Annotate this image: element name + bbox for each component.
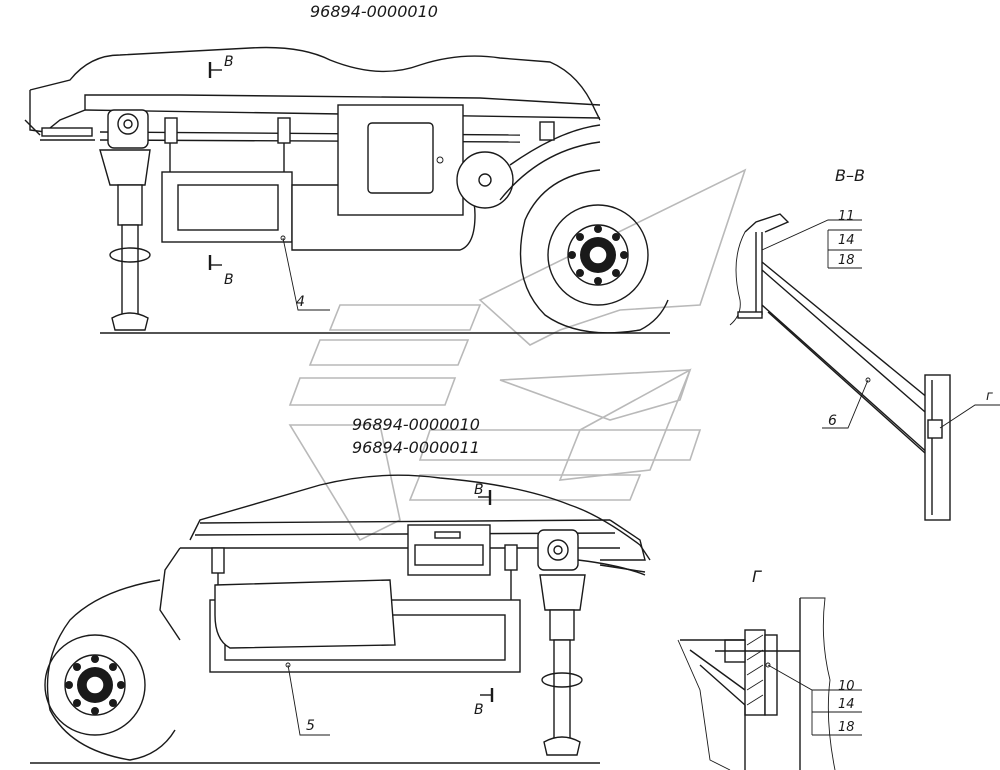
- detail-g-callout: г: [986, 389, 993, 404]
- bottom-view-title-2: 96894-0000011: [352, 438, 480, 457]
- section-mark-b-top: В: [224, 54, 234, 70]
- g-item-10: 10: [838, 679, 855, 694]
- bottom-trailer-view: [30, 474, 651, 764]
- bb-item-18: 18: [838, 253, 855, 268]
- g-item-18: 18: [838, 720, 855, 735]
- bb-item-14: 14: [838, 233, 855, 248]
- section-bb-title: В–В: [835, 166, 865, 185]
- section-mark-b-bottom: В: [224, 272, 234, 288]
- item-5-label: 5: [306, 718, 315, 734]
- detail-g-view: [677, 597, 862, 770]
- bottom-view-title-1: 96894-0000010: [352, 415, 480, 434]
- top-view-title: 96894-0000010: [310, 2, 438, 21]
- top-trailer-view: [24, 46, 670, 334]
- section-bb-view: [729, 213, 1000, 521]
- section-mark-b-bottom-top: В: [474, 482, 484, 498]
- g-item-14: 14: [838, 697, 855, 712]
- section-mark-b-bottom-bottom: В: [474, 702, 484, 718]
- item-6-label: 6: [828, 413, 837, 429]
- watermark-logo: [288, 168, 747, 542]
- bb-item-11: 11: [838, 209, 855, 224]
- detail-g-title: Г: [752, 567, 762, 586]
- item-4-label: 4: [296, 294, 305, 310]
